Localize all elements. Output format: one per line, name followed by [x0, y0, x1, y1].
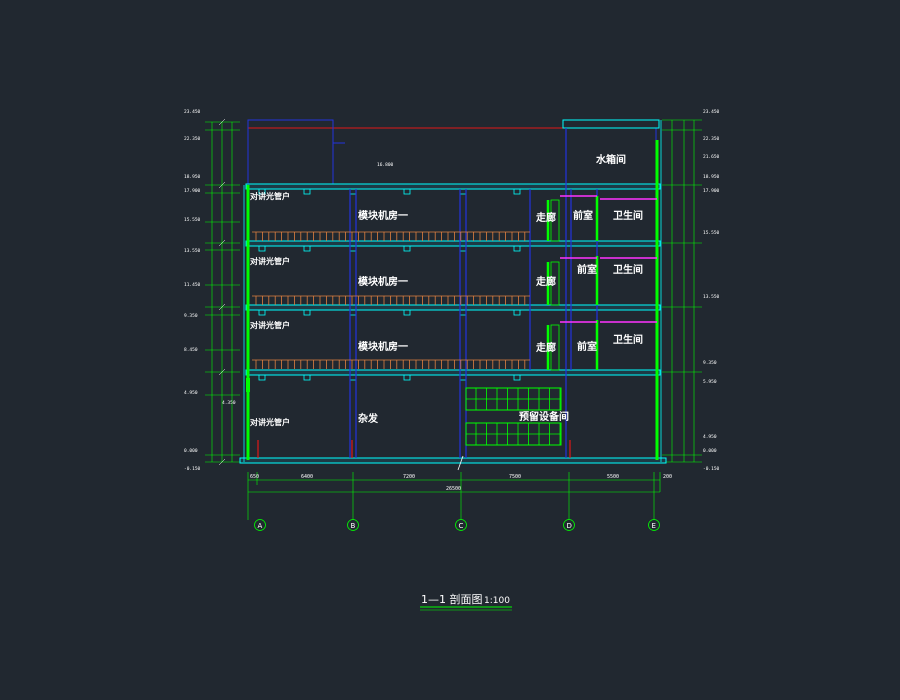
svg-text:200: 200 — [663, 474, 672, 480]
svg-text:8.450: 8.450 — [184, 347, 198, 353]
label-equipment-room: 预留设备间 — [519, 410, 569, 423]
svg-text:17.900: 17.900 — [703, 188, 720, 194]
stair-core-outline — [550, 199, 560, 371]
svg-text:11.450: 11.450 — [184, 282, 201, 288]
svg-text:D: D — [567, 522, 572, 530]
svg-text:21.650: 21.650 — [703, 154, 720, 160]
label-toilet-3f: 卫生间 — [613, 209, 643, 222]
toilet-partitions — [560, 195, 657, 323]
water-tank-roof — [562, 119, 660, 129]
axis-marker-b: B — [347, 519, 359, 531]
label-shaft-2f: 对讲光管户 — [250, 256, 290, 266]
svg-text:17.900: 17.900 — [184, 188, 201, 194]
svg-text:4.950: 4.950 — [184, 390, 198, 396]
svg-text:A: A — [258, 522, 263, 530]
svg-text:-0.150: -0.150 — [703, 466, 720, 472]
svg-text:18.950: 18.950 — [703, 174, 720, 180]
window-mullions — [466, 388, 561, 445]
svg-text:4.350: 4.350 — [222, 400, 236, 406]
svg-text:650: 650 — [250, 474, 259, 480]
svg-text:0.000: 0.000 — [184, 448, 198, 454]
svg-text:7500: 7500 — [509, 474, 521, 480]
label-shaft-1f: 对讲光管户 — [250, 320, 290, 330]
axis-marker-a: A — [254, 519, 266, 531]
bottom-dimension-lines — [247, 472, 661, 520]
floor-slabs — [239, 183, 667, 464]
left-dimension-ticks — [218, 118, 226, 466]
svg-text:0.000: 0.000 — [703, 448, 717, 454]
drawing-title-block: 1—1 剖面图 1:100 — [420, 592, 512, 611]
svg-text:6400: 6400 — [301, 474, 313, 480]
svg-text:9.350: 9.350 — [184, 313, 198, 319]
svg-text:E: E — [652, 522, 656, 530]
railing-posts — [255, 232, 526, 369]
label-shaft-3f: 对讲光管户 — [250, 191, 290, 201]
bottom-dimension-text: 650 6400 7200 7500 5500 200 26500 — [250, 474, 672, 492]
drawing-scale: 1:100 — [484, 596, 510, 606]
label-roof-level: 16.800 — [377, 162, 394, 168]
svg-text:4.950: 4.950 — [703, 434, 717, 440]
svg-text:15.550: 15.550 — [184, 217, 201, 223]
stair-core-walls — [546, 196, 599, 370]
room-labels: 水箱间 16.800 模块机房一 模块机房一 模块机房一 对讲光管户 对讲光管户… — [250, 153, 643, 427]
left-level-labels: 23.450 22.350 18.950 17.900 15.550 13.55… — [184, 109, 236, 472]
axis-marker-d: D — [563, 519, 575, 531]
roof-stair-enclosure — [247, 119, 334, 185]
left-dimension-chain — [205, 121, 240, 463]
label-module-room-3f: 模块机房一 — [358, 209, 408, 222]
label-shaft-gf: 对讲光管户 — [250, 417, 290, 427]
svg-text:22.350: 22.350 — [184, 136, 201, 142]
ground-door-marks — [257, 440, 571, 458]
svg-text:5500: 5500 — [607, 474, 619, 480]
svg-text:18.950: 18.950 — [184, 174, 201, 180]
right-dimension-chain — [662, 119, 702, 463]
label-front-room-1f: 前室 — [577, 340, 597, 353]
building-structure — [239, 119, 667, 471]
svg-text:7200: 7200 — [403, 474, 415, 480]
svg-text:C: C — [459, 522, 464, 530]
label-toilet-1f: 卫生间 — [613, 333, 643, 346]
svg-text:23.450: 23.450 — [184, 109, 201, 115]
svg-text:13.550: 13.550 — [184, 248, 201, 254]
total-dimension: 26500 — [446, 486, 461, 492]
svg-text:15.550: 15.550 — [703, 230, 720, 236]
label-front-room-2f: 前室 — [577, 263, 597, 276]
axis-markers: A B C D E — [254, 519, 660, 531]
label-corridor-2f: 走廊 — [535, 275, 556, 288]
svg-text:B: B — [351, 522, 356, 530]
svg-text:13.550: 13.550 — [703, 294, 720, 300]
label-corridor-3f: 走廊 — [535, 211, 556, 224]
label-module-room-1f: 模块机房一 — [358, 340, 408, 353]
svg-text:23.450: 23.450 — [703, 109, 720, 115]
ground-entry-marker — [457, 455, 464, 471]
svg-text:-0.150: -0.150 — [184, 466, 201, 472]
balcony-railings — [252, 231, 530, 361]
label-front-room-3f: 前室 — [573, 209, 593, 222]
svg-text:9.350: 9.350 — [703, 360, 717, 366]
label-module-room-2f: 模块机房一 — [358, 275, 408, 288]
label-ground-left: 杂发 — [358, 412, 379, 425]
axis-marker-c: C — [455, 519, 467, 531]
svg-text:5.950: 5.950 — [703, 379, 717, 385]
drawing-title: 1—1 剖面图 — [421, 592, 483, 606]
right-level-labels: 23.450 22.350 21.650 18.950 17.900 15.55… — [703, 109, 720, 472]
svg-text:22.350: 22.350 — [703, 136, 720, 142]
label-toilet-2f: 卫生间 — [613, 263, 643, 276]
axis-marker-e: E — [648, 519, 660, 531]
label-corridor-1f: 走廊 — [535, 341, 556, 354]
label-water-tank: 水箱间 — [595, 153, 626, 166]
